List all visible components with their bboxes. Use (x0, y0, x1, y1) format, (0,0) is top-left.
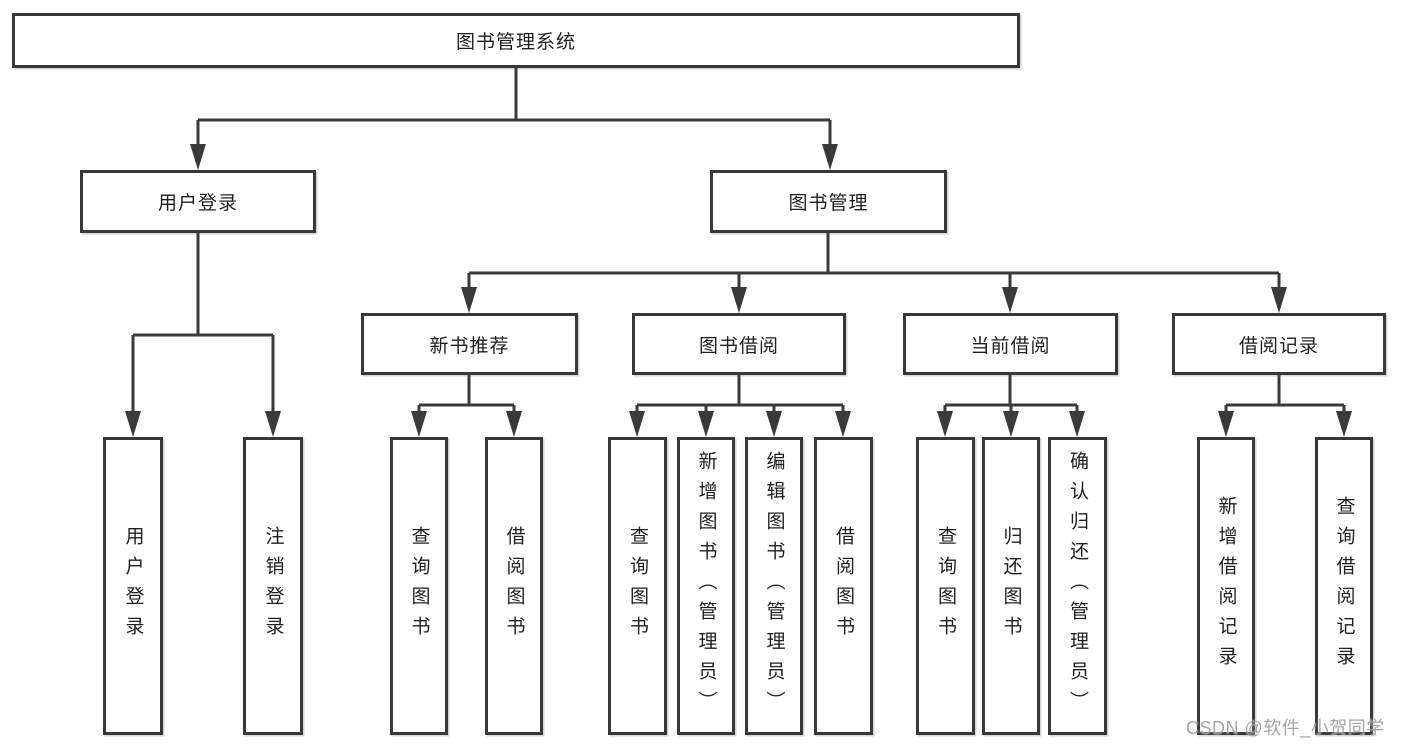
node-label: 查询借阅记录 (1333, 496, 1355, 676)
node-leaf-logout: 注销登录 (243, 437, 303, 735)
node-leaf-query-book-3: 查询图书 (916, 437, 975, 735)
node-label: 归还图书 (1000, 526, 1022, 646)
arrowhead-icon (190, 144, 206, 170)
arrowhead-icon (698, 411, 714, 437)
node-borrow-records: 借阅记录 (1172, 313, 1386, 375)
arrowhead-icon (265, 411, 281, 437)
node-label: 用户登录 (122, 526, 144, 646)
node-label: 查询图书 (627, 526, 648, 646)
node-label: 图书管理系统 (455, 32, 576, 53)
node-leaf-add-borrow-record: 新增借阅记录 (1197, 437, 1255, 735)
arrowhead-icon (937, 411, 953, 437)
node-user-login: 用户登录 (80, 170, 316, 233)
node-label: 查询图书 (935, 526, 956, 646)
node-leaf-confirm-return-admin: 确认归还（管理员） (1048, 437, 1107, 735)
arrowhead-icon (822, 144, 838, 170)
node-label: 借阅图书 (503, 526, 525, 646)
arrowhead-icon (125, 411, 141, 437)
csdn-watermark: CSDN @软件_小贺同学 (1186, 718, 1385, 738)
node-label: 用户登录 (157, 193, 238, 214)
node-leaf-edit-book-admin: 编辑图书（管理员） (745, 437, 803, 735)
arrowhead-icon (1069, 411, 1085, 437)
arrowhead-icon (1003, 411, 1019, 437)
node-label: 查询图书 (408, 526, 430, 646)
node-leaf-add-book-admin: 新增图书（管理员） (677, 437, 735, 735)
node-label: 注销登录 (262, 526, 284, 646)
arrowhead-icon (1336, 411, 1352, 437)
node-leaf-return-book: 归还图书 (982, 437, 1040, 735)
node-label: 新书推荐 (429, 335, 510, 357)
arrowhead-icon (731, 287, 747, 313)
arrowhead-icon (1218, 411, 1234, 437)
node-label: 编辑图书（管理员） (763, 451, 785, 721)
arrowhead-icon (1002, 287, 1018, 313)
node-leaf-borrow-book-1: 借阅图书 (485, 437, 543, 735)
arrowhead-icon (835, 411, 851, 437)
node-leaf-query-borrow-record: 查询借阅记录 (1315, 437, 1373, 735)
node-label: 新增图书（管理员） (695, 451, 717, 721)
node-label: 借阅记录 (1238, 335, 1319, 357)
node-leaf-query-book-1: 查询图书 (390, 437, 448, 735)
node-book-borrow: 图书借阅 (632, 313, 846, 375)
arrowhead-icon (411, 411, 427, 437)
node-label: 当前借阅 (970, 335, 1051, 357)
node-label: 新增借阅记录 (1215, 496, 1237, 676)
arrowhead-icon (461, 287, 477, 313)
node-root: 图书管理系统 (12, 13, 1020, 68)
arrowhead-icon (629, 411, 645, 437)
node-label: 确认归还（管理员） (1067, 451, 1088, 721)
arrowhead-icon (766, 411, 782, 437)
node-leaf-borrow-book-2: 借阅图书 (814, 437, 873, 735)
node-current-borrow: 当前借阅 (903, 313, 1118, 375)
node-label: 图书借阅 (698, 335, 779, 357)
arrowhead-icon (506, 411, 522, 437)
node-new-book-recommend: 新书推荐 (361, 313, 578, 375)
node-leaf-user-login: 用户登录 (103, 437, 163, 735)
node-label: 图书管理 (788, 193, 869, 214)
node-book-management: 图书管理 (710, 170, 947, 233)
node-leaf-query-book-2: 查询图书 (608, 437, 667, 735)
node-label: 借阅图书 (833, 526, 854, 646)
arrowhead-icon (1271, 287, 1287, 313)
